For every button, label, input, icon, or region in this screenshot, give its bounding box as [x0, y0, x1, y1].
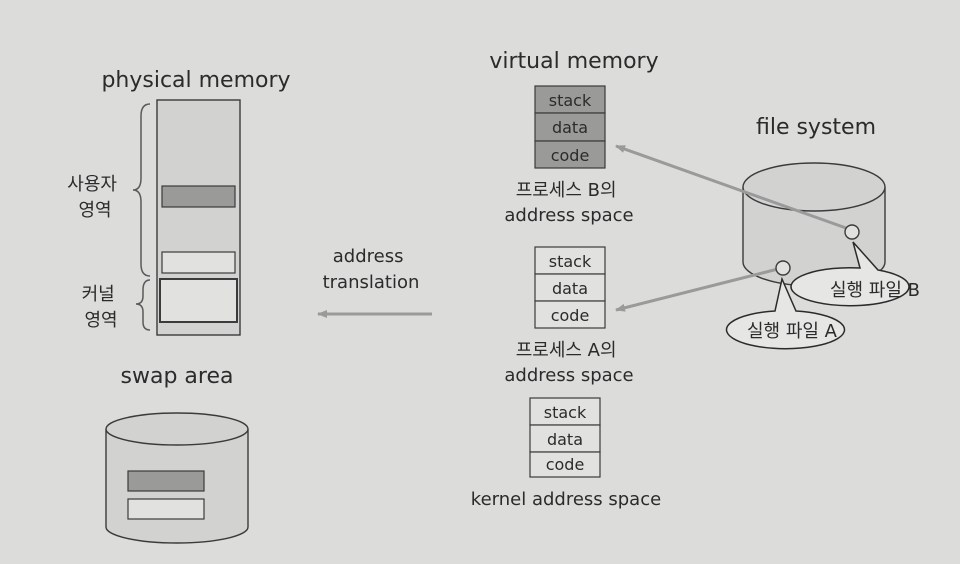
kernel-data-segment: [529, 424, 601, 453]
process-b-caption: 프로세스 B의 address space: [504, 180, 633, 226]
kernel-code-segment: [529, 451, 601, 478]
executable-file-b-label: 실행 파일 B: [830, 280, 920, 301]
process-a-stack-label: stack: [549, 252, 592, 271]
kernel-region-label: 커널 영역: [82, 284, 121, 331]
process-a-caption-line1: 프로세스 A의: [516, 340, 617, 361]
file-a-to-process-a-arrow: [615, 267, 779, 312]
kernel-stack-segment: [529, 397, 601, 426]
file-system-cylinder-top: [742, 162, 886, 212]
process-a-caption: 프로세스 A의 address space: [504, 340, 633, 386]
kernel-stack-label: stack: [544, 403, 587, 422]
physical-memory: physical memory 사용자 영역 커널 영역: [67, 68, 291, 336]
kernel-region-block: [159, 278, 238, 323]
virtual-memory-title: virtual memory: [489, 49, 658, 74]
swap-area: swap area: [105, 364, 249, 544]
swap-area-cylinder-top: [105, 412, 249, 446]
virtual-memory: virtual memory stack data code 프로세스 B의 a…: [471, 49, 661, 510]
process-a-data-label: data: [552, 279, 588, 298]
user-region-brace: [132, 103, 151, 277]
address-translation: address translation: [317, 246, 432, 318]
file-system-title: file system: [756, 115, 876, 140]
process-b-code-label: code: [551, 146, 590, 165]
file-system: file system 실행 파일 B 실행 파일 A: [615, 115, 920, 350]
user-region-label-line2: 영역: [78, 200, 111, 221]
process-a-caption-line2: address space: [504, 365, 633, 386]
process-a-stack-segment: [534, 246, 606, 275]
file-b-to-process-b-arrow: [615, 144, 847, 230]
process-b-code-segment: [534, 140, 606, 169]
kernel-region-brace: [135, 279, 151, 331]
process-b-caption-line1: 프로세스 B의: [516, 180, 617, 201]
process-b-caption-line2: address space: [504, 205, 633, 226]
process-a-code-label: code: [551, 306, 590, 325]
executable-file-a-label: 실행 파일 A: [747, 321, 838, 342]
user-region-label: 사용자 영역: [67, 174, 122, 221]
address-translation-line1: address: [333, 246, 404, 267]
kernel-address-space: stack data code kernel address space: [471, 397, 661, 510]
process-b-stack-segment: [534, 85, 606, 114]
executable-file-a-callout: [725, 276, 846, 350]
address-translation-line2: translation: [323, 272, 420, 293]
kernel-code-label: code: [546, 455, 585, 474]
executable-file-b-callout: [790, 241, 910, 307]
address-translation-label: address translation: [323, 246, 420, 293]
process-b-address-space: stack data code 프로세스 B의 address space: [504, 85, 634, 226]
process-a-address-space: stack data code 프로세스 A의 address space: [504, 246, 634, 386]
kernel-data-label: data: [547, 430, 583, 449]
executable-file-a-marker: [775, 260, 791, 276]
physical-memory-title: physical memory: [101, 68, 290, 93]
kernel-region-label-line1: 커널: [82, 284, 115, 305]
process-b-data-label: data: [552, 118, 588, 137]
executable-file-b-marker: [844, 224, 860, 240]
process-b-stack-label: stack: [549, 91, 592, 110]
swap-area-title: swap area: [121, 364, 234, 389]
kernel-region-label-line2: 영역: [84, 310, 117, 331]
user-region-label-line1: 사용자: [67, 174, 117, 195]
swap-used-block: [127, 470, 205, 492]
user-region-used-block: [161, 185, 236, 208]
swap-free-block: [127, 498, 205, 520]
process-a-code-segment: [534, 300, 606, 329]
user-region-free-block: [161, 251, 236, 274]
kernel-caption: kernel address space: [471, 489, 661, 510]
